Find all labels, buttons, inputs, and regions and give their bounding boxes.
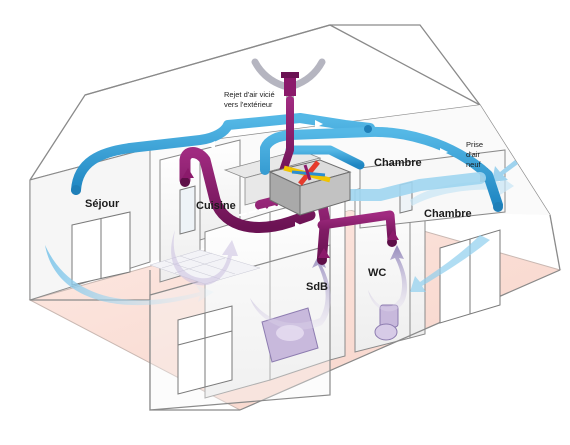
label-chambre-2: Chambre <box>424 208 472 220</box>
label-wc: WC <box>368 267 386 279</box>
extract-arrows <box>182 168 399 258</box>
label-prise-line3: neuf <box>466 160 482 169</box>
fresh-air-ducts <box>71 113 503 212</box>
label-prise-line1: Prise <box>466 140 483 149</box>
window-icon <box>71 211 233 395</box>
label-rejet-line2: vers l'extérieur <box>224 100 273 109</box>
label-chambre-1: Chambre <box>374 157 422 169</box>
label-sejour: Séjour <box>85 198 120 210</box>
heat-exchanger-unit-icon <box>268 159 352 216</box>
label-rejet-line1: Rejet d'air vicié <box>224 90 275 99</box>
duct-direction-arrows <box>207 100 448 230</box>
label-cuisine: Cuisine <box>196 200 236 212</box>
label-sdb: SdB <box>306 281 328 293</box>
label-prise-line2: d'air <box>466 150 480 159</box>
